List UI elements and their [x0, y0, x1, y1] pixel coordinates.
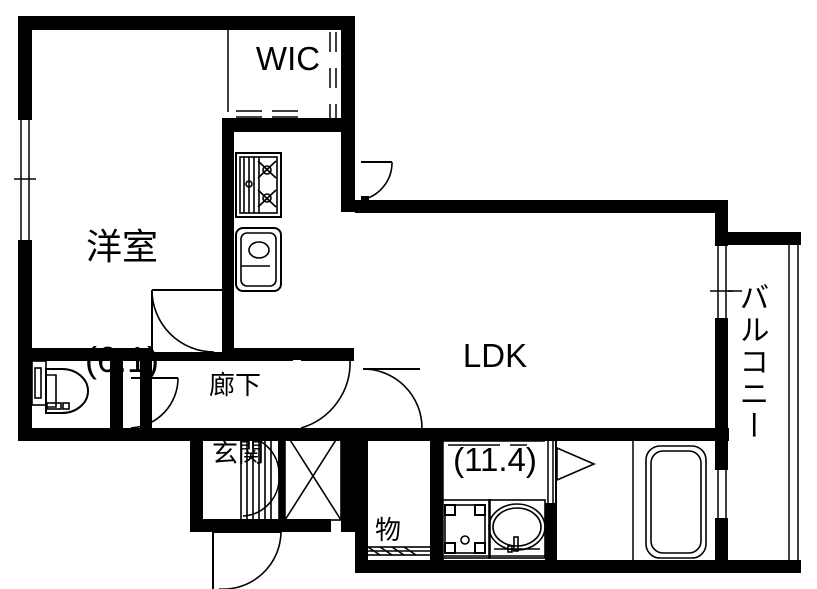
- room-label-ldk: LDK (11.4): [415, 270, 575, 547]
- shoe-cabinet: [284, 431, 342, 521]
- bedroom-door[interactable]: [151, 289, 222, 353]
- room-label-hallway: 廊下: [208, 370, 261, 400]
- balcony-railing: [788, 242, 799, 560]
- washbasin-icon: [488, 499, 546, 559]
- bath-window[interactable]: [715, 470, 728, 518]
- room-label-wic: WIC: [255, 40, 321, 77]
- bedroom-window[interactable]: [14, 120, 36, 240]
- wic-lower-opening[interactable]: [236, 110, 298, 118]
- storage-name-line1: 物: [374, 515, 401, 546]
- kitchen-sink-icon: [235, 227, 282, 292]
- ldk-door[interactable]: [355, 368, 423, 429]
- windows-and-sliding-doors[interactable]: [14, 32, 799, 560]
- door-swings[interactable]: [123, 161, 597, 589]
- room-label-bedroom: 洋室 (6.1): [47, 152, 197, 454]
- toilet-icon: [31, 360, 89, 414]
- room-label-storage: 物 入: [367, 443, 409, 589]
- fixtures: [31, 152, 742, 559]
- toilet-door[interactable]: [123, 377, 179, 429]
- bedroom-area: (6.1): [84, 338, 160, 380]
- balcony-sliding-door-upper[interactable]: [710, 246, 733, 318]
- bathtub-icon: [645, 445, 707, 559]
- ldk-name: LDK: [462, 337, 528, 375]
- shoe-storage-louver: [240, 431, 280, 521]
- entrance-front-door[interactable]: [212, 531, 282, 589]
- hallway-door[interactable]: [293, 359, 351, 429]
- gas-stove-icon: [235, 152, 282, 218]
- wic-sliding-door[interactable]: [329, 32, 337, 124]
- bedroom-name: 洋室: [85, 225, 158, 267]
- ldk-area: (11.4): [453, 441, 537, 479]
- room-label-entrance: 玄関: [211, 438, 264, 468]
- kitchen-ldk-door[interactable]: [355, 161, 393, 201]
- storage-louver-vent: [360, 546, 436, 556]
- washing-machine-pan-icon: [439, 499, 491, 559]
- washroom-door[interactable]: [545, 441, 597, 503]
- room-label-balcony: バルコニー: [734, 282, 768, 442]
